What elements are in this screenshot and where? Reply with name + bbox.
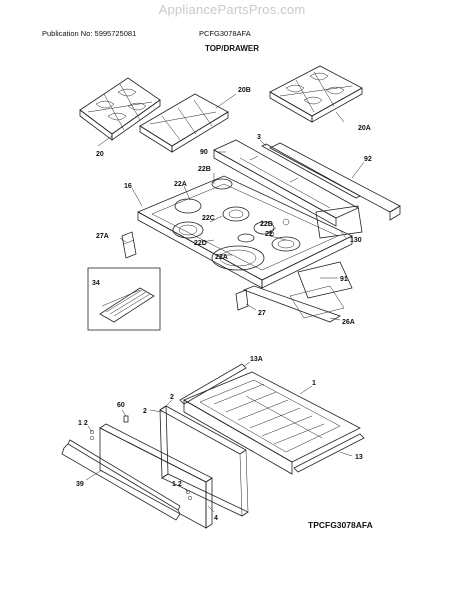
label-60: 60 <box>117 402 125 409</box>
label-22b: 22B <box>198 166 211 173</box>
grate-left[interactable] <box>79 77 161 141</box>
label-22c: 22C <box>202 215 215 222</box>
section-title: TOP/DRAWER <box>204 44 260 53</box>
drawer-slide-13a[interactable] <box>179 363 247 405</box>
label-91: 91 <box>340 276 348 283</box>
label-2-top: 2 <box>170 394 174 401</box>
model-number: PCFG3078AFA <box>199 29 251 38</box>
label-3: 3 <box>257 134 261 141</box>
label-26a: 26A <box>342 319 355 326</box>
label-22: 22 <box>265 231 273 238</box>
clip-60[interactable] <box>123 415 129 423</box>
cooktop[interactable] <box>137 175 353 289</box>
rear-trim[interactable] <box>261 143 361 199</box>
front-trim[interactable] <box>315 205 363 239</box>
label-12-bottom: 1 2 <box>172 481 182 488</box>
lower-panel[interactable] <box>297 261 353 299</box>
bracket-27a[interactable] <box>121 231 137 259</box>
label-27: 27 <box>258 310 266 317</box>
label-1: 1 <box>312 380 316 387</box>
label-2-left: 2 <box>143 408 147 415</box>
drawer-body[interactable] <box>183 371 361 475</box>
label-130: 130 <box>350 237 362 244</box>
drawer-front-panel[interactable] <box>99 423 213 529</box>
screws[interactable] <box>89 429 193 501</box>
bottom-rail[interactable] <box>242 285 345 323</box>
bracket-27[interactable] <box>235 289 249 311</box>
label-90: 90 <box>200 149 208 156</box>
diagram-code: TPCFG3078AFA <box>308 520 373 530</box>
label-13a: 13A <box>250 356 263 363</box>
label-16: 16 <box>124 183 132 190</box>
label-34: 34 <box>92 280 100 287</box>
drawer-glide-13[interactable] <box>293 433 365 473</box>
label-13: 13 <box>355 454 363 461</box>
label-22a-top: 22A <box>174 181 187 188</box>
grate-middle[interactable] <box>139 93 229 153</box>
publication-number: Publication No: 5995725081 <box>42 29 137 38</box>
label-20b: 20B <box>238 87 251 94</box>
label-12-top: 1 2 <box>78 420 88 427</box>
griddle-inset[interactable] <box>87 267 161 331</box>
grate-right[interactable] <box>269 65 363 123</box>
drawer-handle[interactable] <box>61 439 181 521</box>
label-22d-left: 22D <box>194 240 207 247</box>
label-92: 92 <box>364 156 372 163</box>
label-27a: 27A <box>96 233 109 240</box>
label-4: 4 <box>214 515 218 522</box>
label-22a-bottom: 22A <box>215 254 228 261</box>
label-39: 39 <box>76 481 84 488</box>
label-20a: 20A <box>358 125 371 132</box>
drawer-side-frame[interactable] <box>159 405 249 517</box>
label-22d-right: 22D <box>260 221 273 228</box>
side-rail[interactable] <box>269 142 401 221</box>
watermark: AppliancePartsPros.com <box>158 2 306 17</box>
label-20: 20 <box>96 151 104 158</box>
